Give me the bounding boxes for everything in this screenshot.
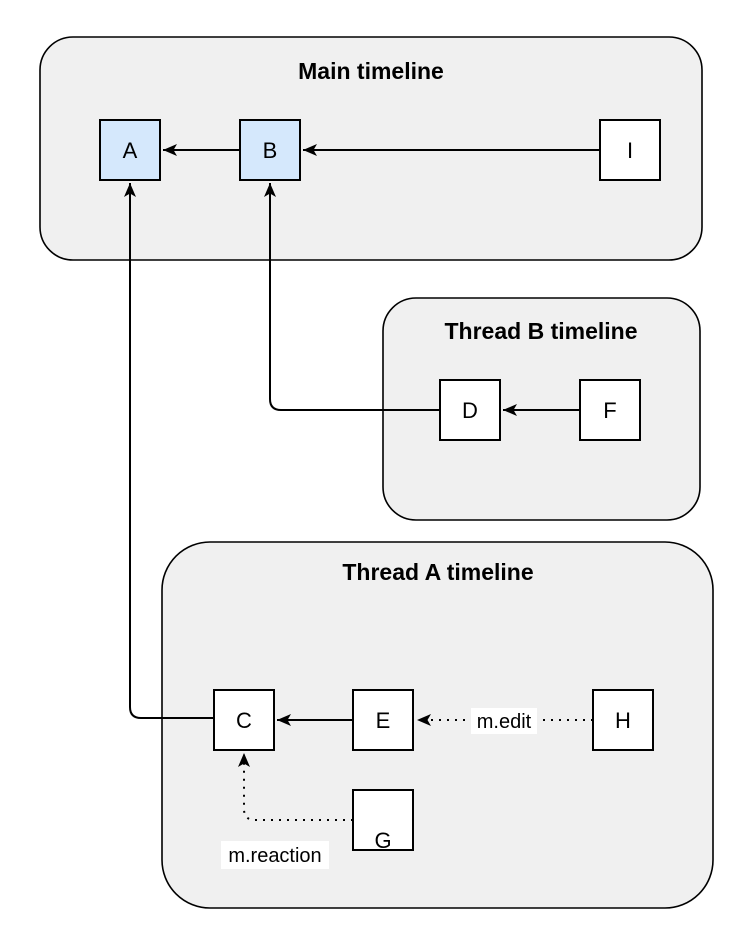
node-e: E (352, 689, 414, 751)
node-d-box (439, 379, 501, 441)
edge-label-m-reaction-bg (221, 841, 329, 869)
edge-label-m-edit-bg (471, 708, 537, 734)
edge-d-to-b (264, 183, 440, 411)
node-d: D (439, 379, 501, 441)
group-thread-a-timeline-title: Thread A timeline (342, 559, 533, 585)
node-a: A (99, 119, 161, 181)
node-b-label: B (263, 138, 278, 163)
node-i-box (599, 119, 661, 181)
group-thread-a-timeline-box (161, 541, 714, 909)
node-g-label: G (374, 828, 391, 853)
node-h-box (592, 689, 654, 751)
node-f: F (579, 379, 641, 441)
node-a-box (99, 119, 161, 181)
group-main-timeline-title: Main timeline (298, 58, 444, 84)
node-d-label: D (462, 398, 478, 423)
node-b-box (239, 119, 301, 181)
node-e-box (352, 689, 414, 751)
edge-c-to-a (124, 183, 214, 719)
group-thread-a-timeline: Thread A timeline (161, 541, 714, 909)
node-a-label: A (123, 138, 138, 163)
node-c-box (213, 689, 275, 751)
edge-label-m-reaction: m.reaction (221, 841, 329, 869)
node-h: H (592, 689, 654, 751)
edge-label-m-edit-text: m.edit (477, 711, 532, 733)
edge-label-m-reaction-text: m.reaction (228, 845, 321, 867)
node-f-label: F (603, 398, 616, 423)
node-e-label: E (376, 708, 391, 733)
node-c: C (213, 689, 275, 751)
node-i: I (599, 119, 661, 181)
group-main-timeline: Main timeline (39, 36, 703, 261)
node-g: G (352, 789, 414, 853)
edge-label-m-edit: m.edit (471, 708, 537, 734)
node-b: B (239, 119, 301, 181)
node-c-label: C (236, 708, 252, 733)
node-f-box (579, 379, 641, 441)
node-i-label: I (627, 138, 633, 163)
node-g-box (352, 789, 414, 851)
group-thread-b-timeline-title: Thread B timeline (445, 318, 638, 344)
node-h-label: H (615, 708, 631, 733)
group-main-timeline-box (39, 36, 703, 261)
